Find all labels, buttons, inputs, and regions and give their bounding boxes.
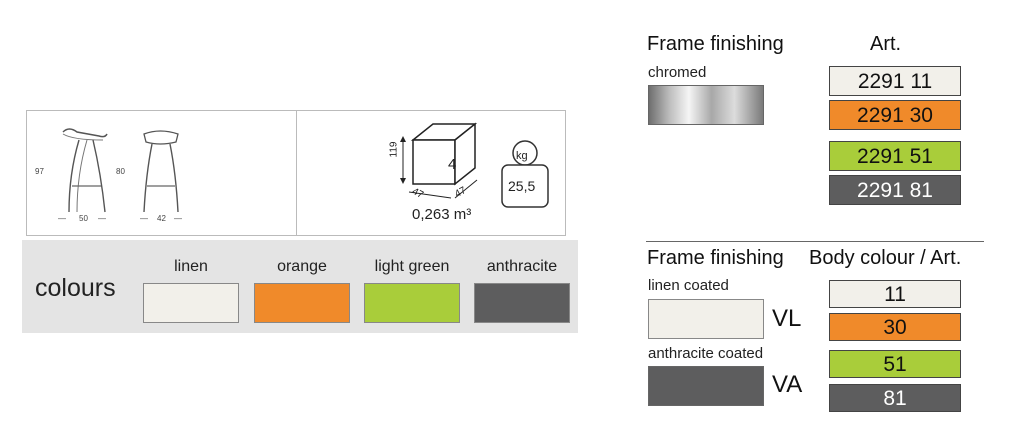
anthracite-coated-swatch bbox=[648, 366, 764, 406]
colour-name-linen: linen bbox=[174, 258, 208, 275]
weight-icon bbox=[501, 140, 549, 208]
body-colour-code-box: 51 bbox=[829, 350, 961, 378]
body-colour-article-header: Body colour / Art. bbox=[809, 247, 962, 269]
colour-swatch-orange bbox=[254, 283, 350, 323]
shipping-box-icon bbox=[400, 122, 478, 199]
seat-height-front-label: 80 bbox=[116, 167, 125, 176]
linen-coated-code: VL bbox=[772, 305, 802, 332]
width-side-line: — bbox=[58, 214, 66, 223]
article-code-box: 2291 81 bbox=[829, 175, 961, 205]
colour-name-anthracite: anthracite bbox=[486, 258, 558, 275]
section-divider bbox=[646, 241, 984, 242]
linen-coated-label: linen coated bbox=[648, 277, 729, 294]
box-height-label: 119 bbox=[388, 141, 400, 158]
colours-title: colours bbox=[35, 274, 116, 302]
article-header: Art. bbox=[870, 33, 902, 55]
article-code-box: 2291 11 bbox=[829, 66, 961, 96]
article-code-box: 2291 30 bbox=[829, 100, 961, 130]
weight-unit-label: kg bbox=[516, 150, 528, 162]
panel-divider bbox=[296, 110, 297, 236]
colour-swatch-light-green bbox=[364, 283, 460, 323]
chromed-label: chromed bbox=[648, 64, 707, 81]
box-quantity-label: 4 bbox=[448, 156, 457, 173]
colour-swatch-linen bbox=[143, 283, 239, 323]
width-front-line: — bbox=[140, 214, 148, 223]
seat-height-side-label: 97 bbox=[35, 167, 44, 176]
body-colour-code-box: 81 bbox=[829, 384, 961, 412]
colour-name-orange: orange bbox=[277, 258, 327, 275]
anthracite-coated-label: anthracite coated bbox=[648, 345, 764, 362]
width-front-label: 42 bbox=[157, 214, 166, 223]
frame-finishing-header: Frame finishing bbox=[647, 33, 784, 55]
chromed-swatch bbox=[648, 85, 764, 125]
colour-swatch-anthracite bbox=[474, 283, 570, 323]
width-front-line-right: — bbox=[174, 214, 182, 223]
stool-side-view-drawing bbox=[62, 128, 108, 213]
body-colour-code-box: 30 bbox=[829, 313, 961, 341]
box-volume-label: 0,263 m³ bbox=[412, 206, 472, 223]
weight-value-label: 25,5 bbox=[508, 178, 536, 194]
anthracite-coated-code: VA bbox=[772, 371, 803, 398]
width-side-label: 50 bbox=[79, 214, 88, 223]
colour-name-light-green: light green bbox=[374, 258, 450, 275]
linen-coated-swatch bbox=[648, 299, 764, 339]
body-colour-code-box: 11 bbox=[829, 280, 961, 308]
frame-finishing-header: Frame finishing bbox=[647, 247, 784, 269]
stool-front-view-drawing bbox=[143, 130, 179, 213]
article-code-box: 2291 51 bbox=[829, 141, 961, 171]
width-side-line-right: — bbox=[98, 214, 106, 223]
